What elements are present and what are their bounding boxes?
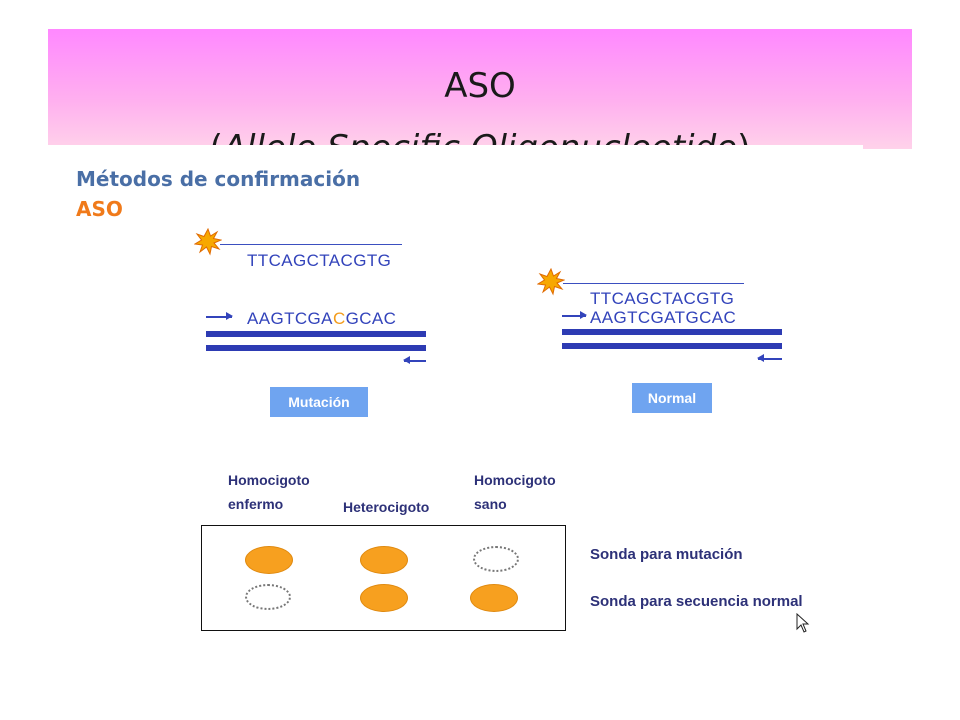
aso-figure: Métodos de confirmación ASO TTCAGCTACGTG… bbox=[48, 145, 863, 645]
burst-icon bbox=[537, 268, 565, 296]
spot-empty bbox=[245, 584, 291, 610]
target-sequence-normal: AAGTCGATGCAC bbox=[590, 308, 737, 327]
arrow-right-icon bbox=[562, 312, 587, 318]
spot-filled bbox=[360, 546, 408, 574]
mouse-cursor-icon bbox=[796, 613, 810, 633]
figure-heading: Métodos de confirmación bbox=[76, 167, 361, 191]
probe-label-mutation: Sonda para mutación bbox=[590, 546, 743, 563]
burst-icon bbox=[194, 228, 222, 256]
probe-line-normal bbox=[563, 283, 744, 284]
slide-title: ASO bbox=[444, 66, 516, 106]
spot-filled bbox=[360, 584, 408, 612]
arrow-left-icon bbox=[757, 355, 782, 361]
probe-sequence-normal: TTCAGCTACGTG bbox=[590, 289, 735, 308]
spot-filled bbox=[470, 584, 518, 612]
title-band: ASO (Allele Specific Oligonucleotide) bbox=[48, 29, 912, 168]
dna-strand-top bbox=[206, 331, 426, 337]
target-seq-post: GCAC bbox=[345, 309, 397, 328]
dna-strand-bottom bbox=[562, 343, 782, 349]
probe-line-mutation bbox=[220, 244, 402, 245]
arrow-right-icon bbox=[206, 313, 233, 319]
genotype-header-homozygous-affected: Homocigoto enfermo bbox=[228, 472, 310, 512]
dot-blot-membrane bbox=[201, 525, 566, 631]
spot-filled bbox=[245, 546, 293, 574]
dna-strand-top bbox=[562, 329, 782, 335]
arrow-left-icon bbox=[403, 357, 426, 363]
probe-sequence-mutation: TTCAGCTACGTG bbox=[247, 251, 392, 270]
label-mutation: Mutación bbox=[270, 387, 368, 417]
label-normal: Normal bbox=[632, 383, 712, 413]
genotype-header-homozygous-healthy: Homocigoto sano bbox=[474, 472, 556, 512]
genotype-header-heterozygous: Heterocigoto bbox=[343, 499, 430, 515]
dna-strand-bottom bbox=[206, 345, 426, 351]
target-sequence-mutation: AAGTCGACGCAC bbox=[247, 309, 396, 329]
spot-empty bbox=[473, 546, 519, 572]
target-seq-pre: AAGTCGA bbox=[247, 309, 333, 328]
mismatch-base: C bbox=[332, 309, 346, 328]
figure-subheading: ASO bbox=[76, 197, 123, 221]
probe-label-normal: Sonda para secuencia normal bbox=[590, 593, 803, 610]
